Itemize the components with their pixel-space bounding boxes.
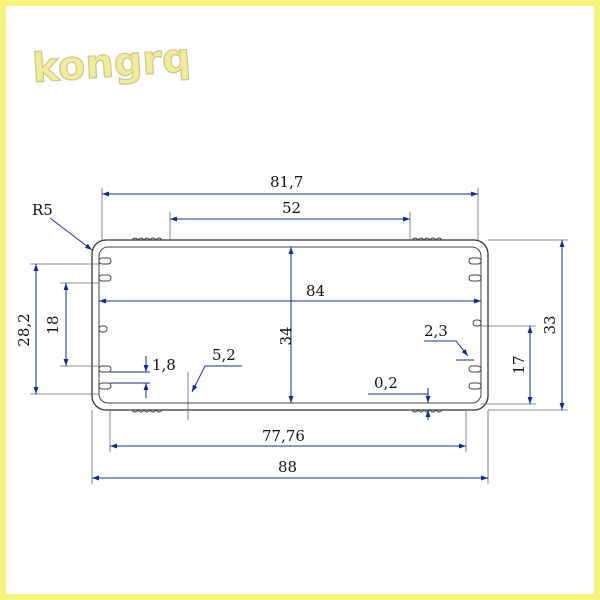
label-34: 34 — [277, 326, 295, 345]
label-5-2: 5,2 — [212, 346, 236, 364]
label-52: 52 — [282, 199, 301, 217]
label-r5: R5 — [32, 201, 53, 219]
brand-logo: kongrq — [31, 35, 192, 92]
dimension-lines — [33, 191, 565, 481]
label-28-2: 28,2 — [15, 313, 33, 346]
label-2-3: 2,3 — [424, 322, 448, 340]
dimension-labels: 81,7 52 84 34 28,2 18 33 17 2,3 1,8 5,2 … — [15, 173, 559, 476]
label-0-2: 0,2 — [374, 374, 398, 392]
dim-leader-2-3 — [424, 340, 469, 357]
label-17: 17 — [510, 355, 528, 374]
label-1-8: 1,8 — [152, 356, 176, 374]
dim-leader-5-2 — [191, 365, 242, 393]
left-slots — [98, 257, 112, 390]
extension-lines — [30, 188, 568, 484]
label-88: 88 — [278, 458, 297, 476]
top-left-ribs — [131, 237, 163, 241]
right-slots — [468, 257, 482, 390]
label-84: 84 — [306, 282, 325, 300]
bottom-left-ribs — [131, 409, 163, 413]
dim-leader-r5 — [49, 217, 93, 251]
label-77-76: 77,76 — [262, 427, 305, 445]
label-18: 18 — [44, 315, 62, 334]
label-33: 33 — [541, 315, 559, 334]
outer-outline — [91, 239, 489, 411]
top-right-ribs — [411, 237, 443, 241]
label-81-7: 81,7 — [270, 173, 303, 191]
